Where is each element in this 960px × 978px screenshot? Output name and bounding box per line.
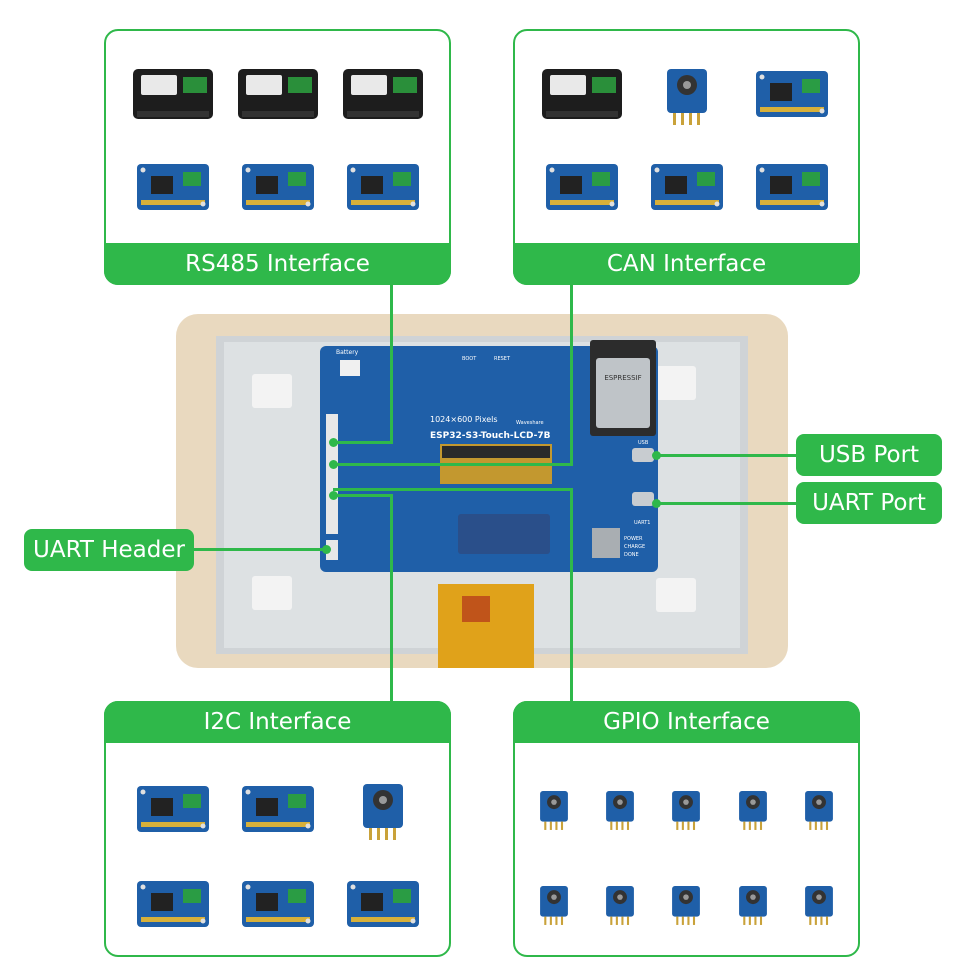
can-label: CAN Interface [513,243,860,285]
i2c-camera-sensor-image [335,768,431,846]
usb-to-rs485-converter-image [125,53,221,131]
rs485-module-grid [120,45,435,231]
gpio-hall-sensor-image [787,863,851,941]
can-module-image [639,146,735,224]
i2c-label: I2C Interface [104,701,451,743]
usb-port-wire [658,454,798,457]
rs485-board-image [230,146,326,224]
battery-silkscreen: Battery [336,349,359,356]
can-pico-board-image [534,146,630,224]
resolution-silkscreen: 1024×600 Pixels [430,415,498,424]
gpio-tracker-sensor-image [588,863,652,941]
model-silkscreen: ESP32-S3-Touch-LCD-7B [430,431,551,441]
device-illustration: ESPRESSIF Battery BOOT RESET 1024×600 Pi… [176,314,788,668]
power-silkscreen: POWER [624,536,643,542]
gpio-tilt-sensor-image [721,863,785,941]
usb-port-dot [652,451,661,460]
rs485-wire-horizontal [333,441,393,444]
rs485-hat-image [125,146,221,224]
rs485-label: RS485 Interface [104,243,451,285]
i2c-connection-dot [329,491,338,500]
can-panel: CAN Interface [513,29,860,285]
gpio-gas-sensor-image [522,768,586,846]
uart-port-callout: UART Port [796,482,942,524]
uart-header-dot [322,545,331,554]
i2c-env-sensor-image [335,863,431,941]
i2c-wire-vertical [390,496,393,701]
gpio-label: GPIO Interface [513,701,860,743]
rs485-serial-board-image [335,146,431,224]
can-connection-dot [329,460,338,469]
rs485-wire-vertical [390,285,393,443]
uart-port-wire [658,502,798,505]
gpio-temp-humidity-sensor-image [654,863,718,941]
gpio-sound-sensor-image [654,768,718,846]
usb-silkscreen: USB [638,440,649,446]
gpio-ir-sensor-image [588,768,652,846]
can-module-grid [529,45,844,231]
can-transceiver-image [639,53,735,131]
brand-silkscreen: Waveshare [516,420,544,426]
can-shield-image [744,53,840,131]
done-silkscreen: DONE [624,552,639,558]
gpio-panel: GPIO Interface [513,701,860,957]
i2c-wire-horizontal [333,494,393,497]
uart-silkscreen: UART1 [634,520,650,526]
rs485-connection-dot [329,438,338,447]
rs485-panel: RS485 Interface [104,29,451,285]
esp32-s3-touch-lcd-device: ESPRESSIF Battery BOOT RESET 1024×600 Pi… [176,314,788,668]
rs485-to-ethernet-image [230,53,326,131]
uart-header-wire [194,548,326,551]
i2c-expander-image [230,768,326,846]
uart-port-dot [652,499,661,508]
reset-silkscreen: RESET [494,356,511,362]
usb-port-callout: USB Port [796,434,942,476]
chip-brand-text: ESPRESSIF [604,374,641,382]
uart-header-callout: UART Header [24,529,194,571]
can-wire-vertical [570,285,573,465]
i2c-adc-module-image [230,863,326,941]
gpio-flame-sensor-image [522,863,586,941]
charge-silkscreen: CHARGE [624,544,645,550]
rs485-relay-box-image [335,53,431,131]
i2c-rtc-module-image [125,863,221,941]
gpio-laser-sensor-image [787,768,851,846]
gpio-module-grid [521,759,852,949]
i2c-module-grid [120,759,435,949]
gpio-wire-horizontal [333,488,573,491]
boot-silkscreen: BOOT [462,356,477,362]
can-box-image [534,53,630,131]
can-hat-image [744,146,840,224]
gpio-rotary-sensor-image [721,768,785,846]
can-wire-horizontal [333,463,573,466]
i2c-panel: I2C Interface [104,701,451,957]
gpio-wire-vertical [570,490,573,701]
i2c-sensor-image [125,768,221,846]
